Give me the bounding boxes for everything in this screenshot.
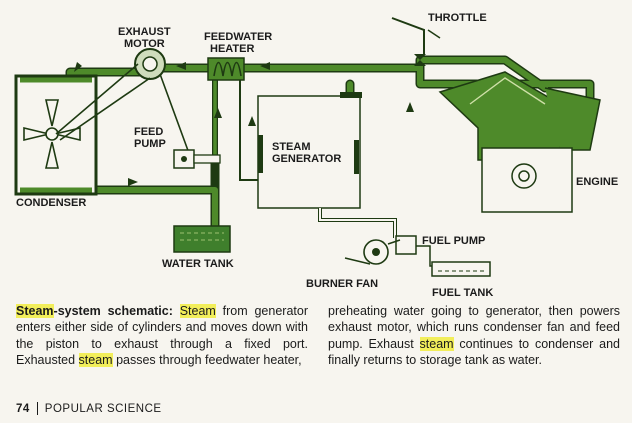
fuel-system — [318, 208, 491, 277]
burner-fan-label: BURNER FAN — [306, 278, 378, 290]
throttle — [391, 17, 441, 66]
caption-right-run: steam — [419, 336, 454, 351]
caption-left-run: from generator enters either side of cyl… — [16, 304, 308, 367]
footer-divider — [36, 402, 38, 415]
engine — [438, 71, 601, 213]
fuel-tank-label: FUEL TANK — [432, 287, 493, 299]
exhaust-motor-label-2: MOTOR — [124, 38, 165, 50]
water-tank-label: WATER TANK — [162, 258, 234, 270]
page-footer: 74 POPULAR SCIENCE — [16, 402, 162, 415]
caption-left-run: Steam — [16, 304, 54, 318]
caption-left-run: passes through feedwater heater, — [112, 352, 302, 367]
caption-left-run: steam — [78, 352, 113, 367]
caption-right-run: continues to condenser and finally retur… — [328, 336, 620, 367]
feedwater-heater-label-1: FEEDWATER — [204, 31, 272, 43]
engine-label: ENGINE — [576, 176, 618, 188]
steam-generator-label-2: GENERATOR — [272, 153, 341, 165]
feed-pump-label-2: PUMP — [134, 138, 166, 150]
flow-arrows — [74, 62, 414, 186]
caption-right-column: preheating water going to generator, the… — [328, 303, 620, 368]
caption-left-column: Steam-system schematic: Steam from gener… — [16, 303, 308, 368]
water-tank — [173, 225, 231, 253]
caption-left-run: Steam — [179, 304, 216, 318]
feed-pump — [173, 149, 221, 169]
fuel-pump-label: FUEL PUMP — [422, 235, 485, 247]
caption-right-run: preheating water going to generator, the… — [328, 304, 620, 351]
page-number: 74 — [16, 402, 30, 415]
condenser — [14, 74, 98, 196]
exhaust-motor-label-1: EXHAUST — [118, 26, 171, 38]
publication-name: POPULAR SCIENCE — [44, 402, 162, 415]
steam-generator — [257, 92, 362, 209]
condenser-label: CONDENSER — [16, 197, 86, 209]
throttle-label: THROTTLE — [428, 12, 487, 24]
exhaust-motor — [55, 48, 191, 157]
steam-system-diagram: THROTTLE EXHAUST MOTOR FEEDWATER HEATER … — [14, 12, 618, 299]
steam-generator-label-1: STEAM — [272, 141, 311, 153]
feedwater-heater-label-2: HEATER — [210, 43, 254, 55]
feed-pump-label-1: FEED — [134, 126, 163, 138]
feedwater-heater — [207, 57, 245, 81]
caption-left-run: -system schematic: — [53, 304, 180, 318]
